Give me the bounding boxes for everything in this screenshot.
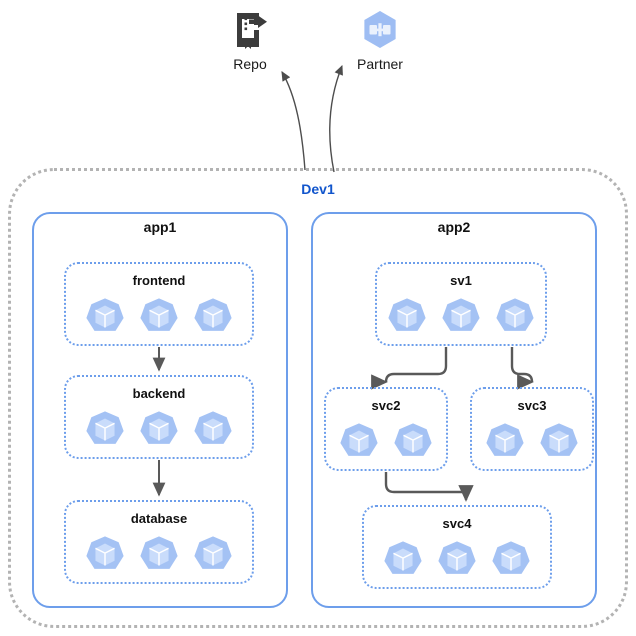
pod-icon [486,423,524,456]
service-label-backend: backend [132,386,186,401]
pod-row-backend [66,409,252,451]
pod-icon [194,298,232,331]
app-box-app2[interactable] [311,212,597,608]
pod-icon [394,423,432,456]
service-box-sv1[interactable]: sv1 [375,262,547,346]
pod-icon [496,298,534,331]
external-node-repo-label: Repo [233,56,267,72]
pod-icon [540,423,578,456]
pod-icon [384,541,422,574]
pod-icon [194,536,232,569]
service-label-sv1: sv1 [450,273,472,288]
pod-icon [340,423,378,456]
service-box-svc2[interactable]: svc2 [324,387,448,471]
service-box-svc3[interactable]: svc3 [470,387,594,471]
pod-icon [492,541,530,574]
service-box-frontend[interactable]: frontend [64,262,254,346]
partner-hexagon-icon [364,11,396,48]
external-node-partner[interactable]: Partner [338,8,422,72]
pod-row-database [66,534,252,576]
pod-icon [86,298,124,331]
external-node-repo[interactable]: Repo [208,8,292,72]
app-label-app2: app2 [437,219,471,235]
pod-row-svc4 [364,539,550,581]
pod-row-svc2 [326,421,446,463]
service-box-backend[interactable]: backend [64,375,254,459]
service-label-database: database [130,511,188,526]
environment-box-dev1[interactable] [8,168,628,628]
pod-icon [140,411,178,444]
environment-label-dev1: Dev1 [301,181,335,197]
pod-row-sv1 [377,296,545,338]
service-label-svc2: svc2 [371,398,401,413]
service-box-svc4[interactable]: svc4 [362,505,552,589]
pod-icon [388,298,426,331]
service-label-frontend: frontend [132,273,186,288]
pod-icon [86,536,124,569]
app-label-app1: app1 [143,219,177,235]
pod-row-frontend [66,296,252,338]
pod-icon [140,536,178,569]
repo-icon [237,13,267,49]
pod-icon [140,298,178,331]
external-node-partner-label: Partner [357,56,403,72]
edge-dev1-to-partner [329,64,343,173]
pod-icon [442,298,480,331]
service-label-svc4: svc4 [442,516,472,531]
service-box-database[interactable]: database [64,500,254,584]
pod-icon [86,411,124,444]
pod-row-svc3 [472,421,592,463]
service-label-svc3: svc3 [517,398,547,413]
edge-dev1-to-repo [281,71,306,171]
pod-icon [194,411,232,444]
pod-icon [438,541,476,574]
app-box-app1[interactable] [32,212,288,608]
